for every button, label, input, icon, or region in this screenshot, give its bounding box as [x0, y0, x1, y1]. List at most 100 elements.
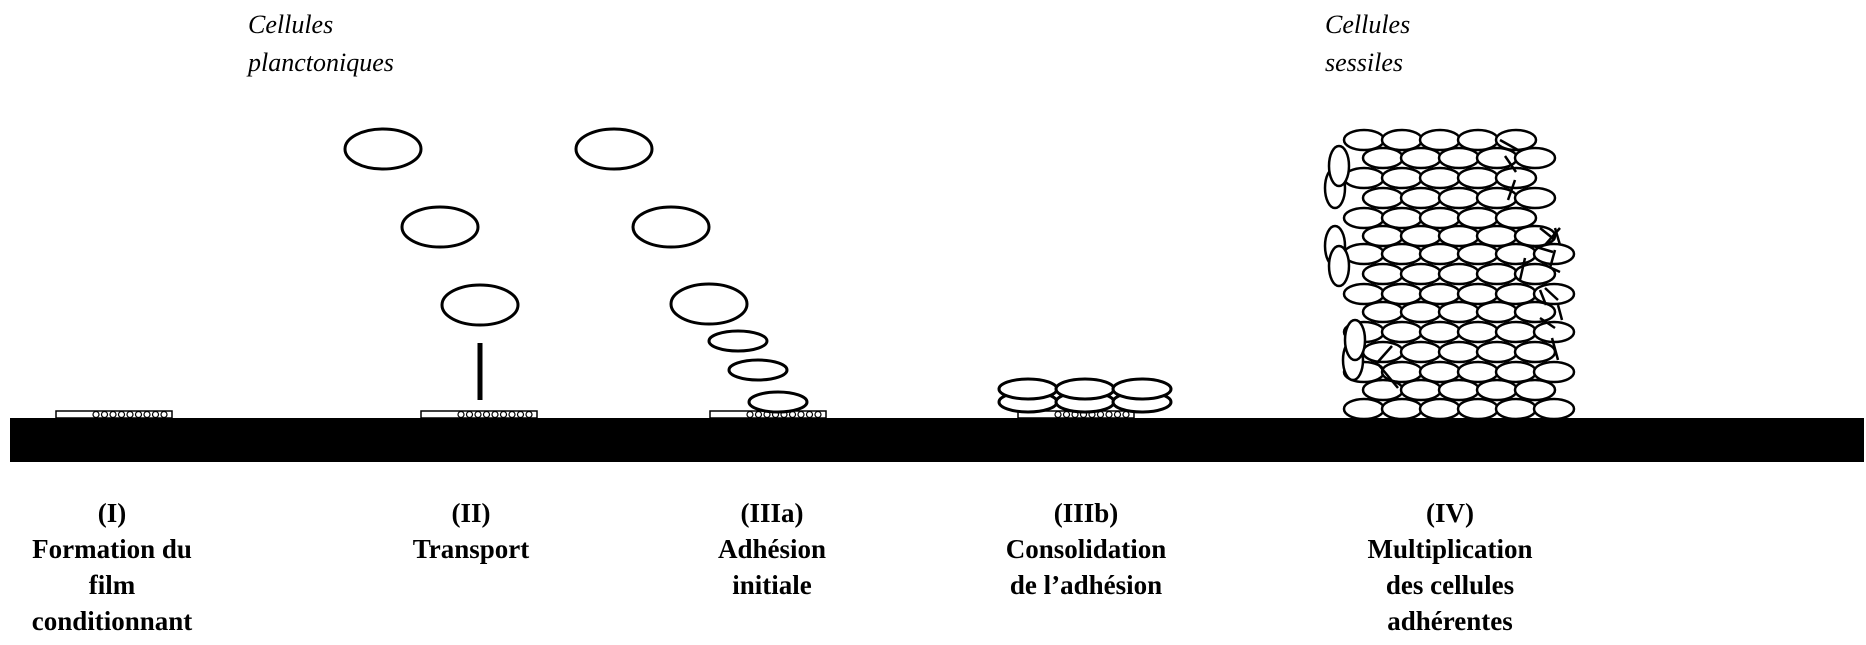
- film-molecule: [465, 410, 474, 419]
- stage-ii-label: (II) Transport: [351, 495, 591, 567]
- sessile-cell: [1380, 166, 1424, 190]
- matrix-strand: [1499, 138, 1519, 152]
- sessile-cell: [1437, 224, 1481, 248]
- sessile-cell: [1342, 282, 1386, 306]
- sessile-cell-edge: [1343, 318, 1367, 362]
- film-molecule: [1113, 410, 1122, 419]
- sessile-cell: [1399, 378, 1443, 402]
- sessile-cells-label: Cellules sessiles: [1325, 6, 1410, 82]
- planktonic-cell: [343, 127, 423, 171]
- stage-number: (I): [97, 498, 127, 528]
- sessile-cell: [1399, 224, 1443, 248]
- sessile-cell: [1418, 397, 1462, 421]
- sessile-cell: [1399, 262, 1443, 286]
- stage-title-line: Multiplication: [1367, 534, 1533, 564]
- sessile-cell: [1361, 146, 1405, 170]
- sessile-cell: [1437, 186, 1481, 210]
- conditioning-films: [55, 410, 1135, 419]
- film-molecule: [499, 410, 508, 419]
- sessile-cell: [1399, 146, 1443, 170]
- sessile-cell: [1494, 320, 1538, 344]
- film-molecule: [457, 410, 465, 419]
- sessile-cell: [1475, 300, 1519, 324]
- sessile-cell: [1361, 186, 1405, 210]
- sessile-cell: [1494, 166, 1538, 190]
- sessile-label-line1: Cellules: [1325, 10, 1411, 39]
- sessile-cell: [1456, 282, 1500, 306]
- film-molecule: [525, 410, 533, 419]
- matrix-strand: [1518, 257, 1527, 281]
- sessile-cell: [1494, 360, 1538, 384]
- stage-title-line: Adhésion: [717, 534, 827, 564]
- sessile-cell: [1342, 166, 1386, 190]
- attached-cell: [747, 390, 809, 414]
- matrix-strand: [1544, 263, 1561, 274]
- sessile-cell: [1380, 242, 1424, 266]
- film-molecule: [134, 410, 143, 419]
- sessile-cell: [1513, 300, 1557, 324]
- sessile-cell: [1437, 340, 1481, 364]
- sessile-cell: [1494, 397, 1538, 421]
- stage-title-line: des cellules: [1385, 570, 1515, 600]
- sessile-cell: [1494, 242, 1538, 266]
- sessile-cell: [1456, 360, 1500, 384]
- matrix-strand: [1548, 249, 1557, 269]
- stage-number: (IV): [1426, 498, 1474, 528]
- planktonic-cell: [631, 205, 711, 249]
- matrix-strand: [1550, 337, 1560, 361]
- matrix-strand: [1375, 345, 1393, 365]
- sessile-cell: [1513, 186, 1557, 210]
- sessile-cell: [1513, 262, 1557, 286]
- sessile-cell: [1513, 146, 1557, 170]
- planktonic-label-line1: Cellules: [248, 10, 334, 39]
- stage-title-line: conditionnant: [31, 606, 193, 636]
- sessile-cell: [1532, 282, 1576, 306]
- biofilm-matrix-strands: [1375, 138, 1564, 389]
- sessile-cell: [1418, 320, 1462, 344]
- film-molecule: [814, 410, 822, 419]
- sessile-cell: [1399, 340, 1443, 364]
- sessile-cell: [1342, 242, 1386, 266]
- sessile-cell: [1418, 360, 1462, 384]
- sessile-cell: [1437, 300, 1481, 324]
- sessile-cell: [1437, 262, 1481, 286]
- sessile-cell: [1399, 186, 1443, 210]
- film-molecule: [92, 410, 100, 419]
- sessile-cell: [1111, 377, 1173, 401]
- stage-iiia-label: (IIIa) Adhésion initiale: [652, 495, 892, 603]
- stage-number: (IIIb): [1053, 498, 1119, 528]
- matrix-strand: [1503, 155, 1518, 173]
- sessile-cell: [1380, 360, 1424, 384]
- sessile-cell: [1437, 378, 1481, 402]
- film-molecule: [126, 410, 134, 419]
- sessile-cell: [1456, 128, 1500, 152]
- film-molecule: [143, 410, 151, 419]
- sessile-cell: [1361, 300, 1405, 324]
- film-molecule: [1105, 410, 1113, 419]
- matrix-strand: [1556, 304, 1564, 321]
- film-molecule: [474, 410, 482, 419]
- film-molecule: [1122, 410, 1130, 419]
- matrix-strand: [1532, 244, 1554, 254]
- sessile-cell: [1361, 378, 1405, 402]
- sessile-cell: [1399, 300, 1443, 324]
- sessile-cell: [1361, 262, 1405, 286]
- film-molecule: [482, 410, 491, 419]
- sessile-cell-edge: [1327, 144, 1351, 188]
- stage-title-line: Formation du: [32, 534, 192, 564]
- sessile-cell: [1494, 206, 1538, 230]
- film-molecule: [160, 410, 168, 419]
- stage-title-line: de l’adhésion: [1009, 570, 1163, 600]
- initial-adhesion-cells: [574, 127, 809, 414]
- sessile-cell: [1532, 320, 1576, 344]
- sessile-cell: [1361, 340, 1405, 364]
- sessile-cell-edge: [1327, 244, 1351, 288]
- planktonic-cells-label: Cellules planctoniques: [248, 6, 394, 82]
- sessile-cell: [1475, 378, 1519, 402]
- substrate-surface: [10, 418, 1864, 462]
- sessile-cell: [1418, 128, 1462, 152]
- sessile-cell: [1380, 397, 1424, 421]
- film-molecule: [754, 410, 763, 419]
- stage-iiib-label: (IIIb) Consolidation de l’adhésion: [966, 495, 1206, 603]
